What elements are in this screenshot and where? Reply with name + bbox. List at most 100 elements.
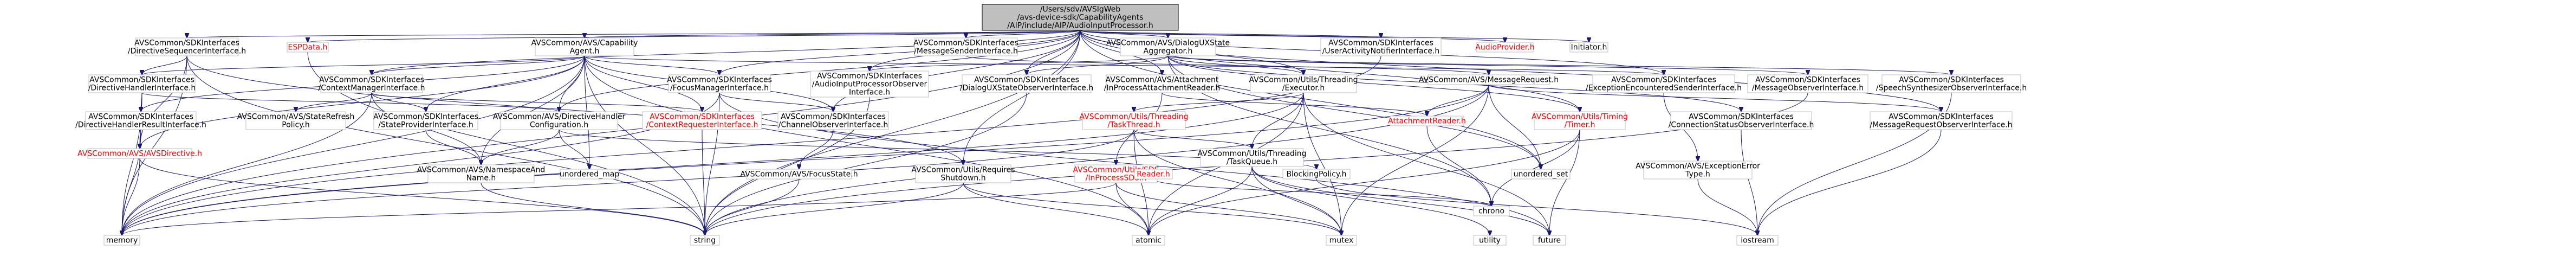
node-avsd[interactable]: AVSCommon/AVS/AVSDirective.h: [77, 148, 202, 159]
node-label: AVSCommon/SDKInterfaces: [134, 39, 239, 48]
edge-avsd-memory: [122, 158, 140, 235]
edge-te-mutex: [1303, 92, 1341, 235]
node-ssoi[interactable]: AVSCommon/SDKInterfaces/SpeechSynthesize…: [1876, 74, 2027, 93]
node-uset[interactable]: unordered_set: [1511, 169, 1571, 180]
node-dhc[interactable]: AVSCommon/AVS/DirectiveHandlerConfigurat…: [493, 111, 626, 130]
node-box: [1074, 164, 1158, 183]
node-label: /TaskQueue.h: [1227, 158, 1277, 166]
edge-dux-aipo: [870, 55, 1169, 71]
edge-te-ttq: [1252, 92, 1304, 149]
node-esp[interactable]: ESPData.h: [287, 42, 329, 53]
node-fs[interactable]: AVSCommon/AVS/FocusState.h: [740, 169, 858, 180]
edge-dux-te: [1167, 55, 1303, 75]
edge-aet-iostream: [1697, 178, 1757, 235]
node-mutex[interactable]: mutex: [1326, 235, 1357, 246]
node-box: [1511, 169, 1571, 180]
node-box: [87, 148, 192, 159]
edge-root-esp: [308, 30, 1081, 42]
edge-avsd-string: [139, 158, 705, 235]
node-ipar[interactable]: AVSCommon/AVS/Attachment/InProcessAttach…: [1104, 74, 1220, 93]
node-label: string: [694, 236, 716, 245]
node-box: [1473, 206, 1510, 216]
node-ar[interactable]: AttachmentReader.h: [1388, 116, 1466, 126]
edge-root-fmi: [719, 30, 1081, 75]
node-te[interactable]: AVSCommon/Utils/Threading/Executor.h: [1249, 74, 1358, 93]
edge-ttq-atomic: [1149, 166, 1253, 235]
node-ap[interactable]: AudioProvider.h: [1475, 42, 1535, 53]
node-msi[interactable]: AVSCommon/SDKInterfaces/MessageSenderInt…: [913, 37, 1018, 56]
node-dsi[interactable]: AVSCommon/SDKInterfaces/DirectiveSequenc…: [128, 37, 246, 56]
node-future[interactable]: future: [1533, 235, 1566, 246]
node-box: [1390, 116, 1464, 126]
node-coi[interactable]: AVSCommon/SDKInterfaces/ChannelObserverI…: [777, 111, 889, 130]
edge-cmi-cri: [371, 92, 702, 112]
edge-dhi-dhc: [141, 92, 559, 112]
node-string[interactable]: string: [690, 235, 720, 246]
node-csoi[interactable]: AVSCommon/SDKInterfaces/ConnectionStatus…: [1669, 111, 1814, 130]
edge-dsi-avsd: [140, 55, 187, 149]
edge-fmi-coi: [719, 92, 833, 112]
edge-cap-spi: [426, 55, 585, 112]
edge-mr-ar: [1427, 84, 1489, 116]
node-eeri[interactable]: AVSCommon/SDKInterfaces/ExceptionEncount…: [1586, 74, 1742, 93]
node-label: AVSCommon/AVS/Capability: [531, 39, 638, 48]
node-fmi[interactable]: AVSCommon/SDKInterfaces/FocusManagerInte…: [667, 74, 772, 93]
node-iostream[interactable]: iostream: [1736, 235, 1779, 246]
node-cmi[interactable]: AVSCommon/SDKInterfaces/ContextManagerIn…: [319, 74, 425, 93]
node-memory[interactable]: memory: [103, 235, 140, 246]
node-box: [642, 111, 762, 130]
node-label: /DirectiveSequencerInterface.h: [128, 47, 246, 56]
edge-rs-mutex: [963, 182, 1341, 235]
edge-cri-string: [702, 129, 705, 235]
node-label: unordered_map: [560, 170, 619, 179]
node-box: [320, 74, 423, 93]
edge-dux-ssoi: [1167, 55, 1951, 75]
node-spi[interactable]: AVSCommon/SDKInterfaces/StateProviderInt…: [373, 111, 478, 130]
edge-mroi-iostream: [1757, 129, 1942, 235]
dependency-edges: [122, 30, 1951, 235]
edge-dhri-memory: [122, 129, 141, 235]
node-label: unordered_set: [1514, 170, 1568, 179]
node-cap[interactable]: AVSCommon/AVS/CapabilityAgent.h: [531, 37, 638, 56]
node-moi[interactable]: AVSCommon/SDKInterfaces/MessageObserverI…: [1747, 74, 1868, 93]
node-utility[interactable]: utility: [1473, 235, 1507, 246]
node-label: chrono: [1478, 207, 1504, 216]
node-dhi[interactable]: AVSCommon/SDKInterfaces/DirectiveHandler…: [88, 74, 196, 93]
node-aipo[interactable]: AVSCommon/SDKInterfaces/AudioInputProces…: [810, 71, 929, 98]
node-uai[interactable]: AVSCommon/SDKInterfaces/UserActivityNoti…: [1320, 37, 1442, 56]
node-bp[interactable]: BlockingPolicy.h: [1282, 169, 1351, 180]
node-timer[interactable]: AVSCommon/Utils/Timing/Timer.h: [1532, 111, 1628, 130]
edge-dsi-string: [186, 55, 705, 235]
node-dhri[interactable]: AVSCommon/SDKInterfaces/DirectiveHandler…: [75, 111, 206, 130]
edge-mr-mroi: [1488, 84, 1941, 112]
node-reader[interactable]: Reader.h: [1134, 169, 1173, 180]
node-chrono[interactable]: chrono: [1473, 206, 1510, 216]
node-ttq[interactable]: AVSCommon/Utils/Threading/TaskQueue.h: [1197, 148, 1307, 167]
node-label: ESPData.h: [288, 43, 328, 52]
node-tt[interactable]: AVSCommon/Utils/Threading/TaskThread.h: [1079, 111, 1189, 130]
node-label: /MessageRequestObserverInterface.h: [1870, 121, 2012, 130]
node-box: [690, 235, 720, 246]
node-mr[interactable]: AVSCommon/AVS/MessageRequest.h: [1419, 74, 1559, 85]
node-label: /InProcessAttachmentReader.h: [1104, 84, 1220, 93]
node-label: /TaskThread.h: [1107, 121, 1160, 130]
node-atomic[interactable]: atomic: [1132, 235, 1165, 246]
node-cri[interactable]: AVSCommon/SDKInterfaces/ContextRequester…: [642, 111, 762, 130]
node-label: AVSCommon/SDKInterfaces: [1899, 76, 2004, 85]
node-label: AVSCommon/AVS/AVSDirective.h: [77, 150, 202, 158]
node-box: [427, 164, 535, 183]
node-label: /MessageObserverInterface.h: [1752, 84, 1864, 93]
node-ini[interactable]: Initiator.h: [1569, 42, 1608, 53]
node-mroi[interactable]: AVSCommon/SDKInterfaces/MessageRequestOb…: [1870, 111, 2013, 130]
edge-reader-chrono: [1153, 178, 1491, 206]
node-duso[interactable]: AVSCommon/SDKInterfaces/DialogUXStateObs…: [960, 74, 1093, 93]
node-sds[interactable]: AVSCommon/Utils/SDS/InProcessSDS.h: [1073, 164, 1159, 183]
node-umap[interactable]: unordered_map: [560, 169, 619, 180]
node-box: [245, 111, 346, 130]
